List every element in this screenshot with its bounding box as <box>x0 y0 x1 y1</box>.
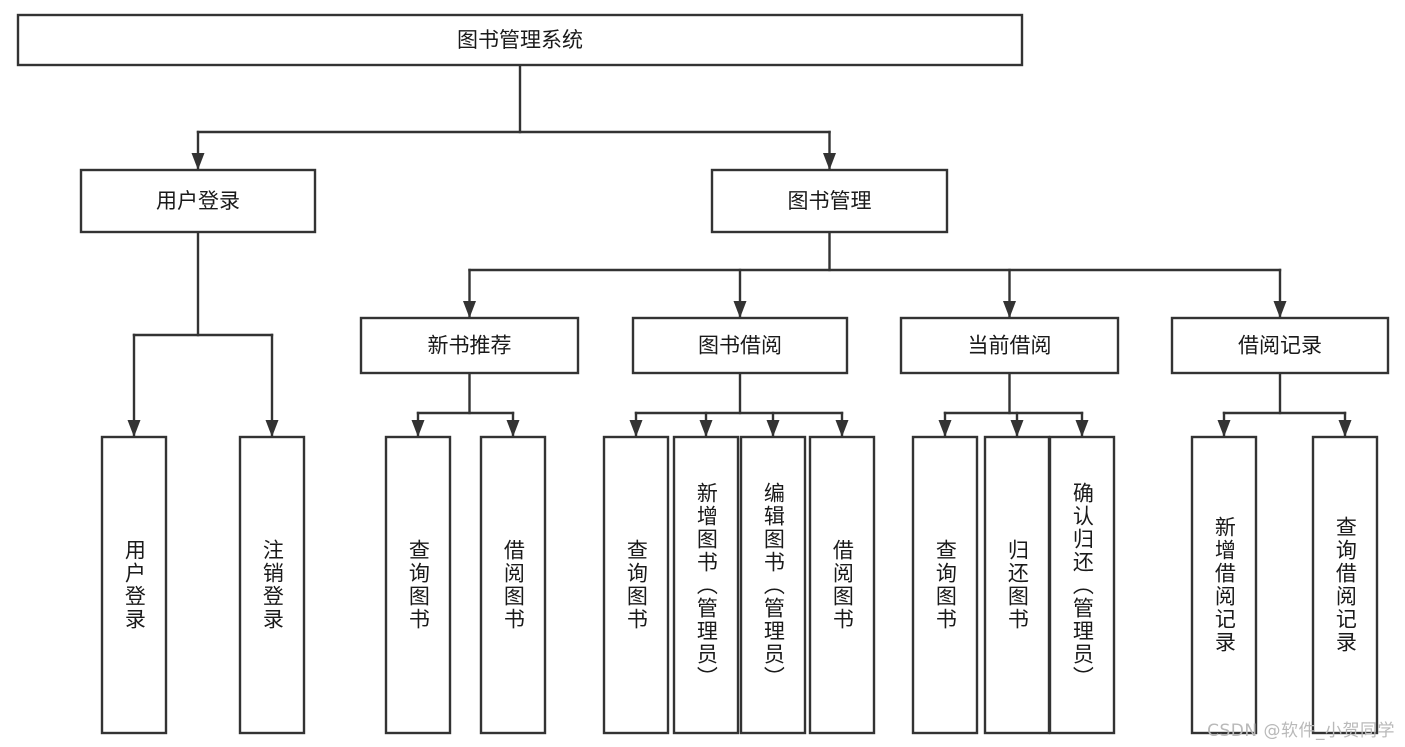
leaf-node-8-查询图书[interactable]: 查询图书 <box>913 437 977 733</box>
arrowhead-icon <box>823 153 836 170</box>
node-box-leaf-9[interactable] <box>983 435 1051 735</box>
node-label-l2-1: 图书管理 <box>788 189 872 213</box>
connector-layer <box>127 63 1352 439</box>
node-box-l3-0[interactable] <box>359 316 580 375</box>
arrowhead-icon <box>938 420 952 437</box>
arrowhead-icon <box>1003 301 1016 318</box>
arrowhead-icon <box>766 420 780 437</box>
node-label-l3-1: 图书借阅 <box>698 334 782 358</box>
leaf-node-4-查询图书[interactable]: 查询图书 <box>604 437 668 733</box>
arrowhead-icon <box>411 420 425 437</box>
leaf-node-1-注销登录[interactable]: 注销登录 <box>240 437 304 733</box>
node-box-l3-2[interactable] <box>899 316 1120 375</box>
arrowhead-icon <box>835 420 849 437</box>
leaf-label-5: 新增图书（管理员） <box>694 481 719 689</box>
node-box-leaf-0[interactable] <box>100 435 168 735</box>
node-box-leaf-10[interactable] <box>1048 435 1116 735</box>
leaf-label-6: 编辑图书（管理员） <box>761 481 786 689</box>
leaf-node-11-新增借阅记录[interactable]: 新增借阅记录 <box>1192 437 1256 733</box>
node-box-leaf-7[interactable] <box>808 435 876 735</box>
node-label-l2-0: 用户登录 <box>156 189 240 213</box>
node-label-l3-3: 借阅记录 <box>1238 334 1322 358</box>
arrowhead-icon <box>629 420 643 437</box>
arrowhead-icon <box>1338 420 1352 437</box>
arrowhead-icon <box>127 420 141 437</box>
node-label-root-0: 图书管理系统 <box>457 28 583 52</box>
leaf-node-7-借阅图书[interactable]: 借阅图书 <box>810 437 874 733</box>
leaf-label-1: 注销登录 <box>260 539 285 631</box>
leaf-node-9-归还图书[interactable]: 归还图书 <box>985 437 1049 733</box>
arrowhead-icon <box>1273 301 1287 318</box>
node-box-leaf-4[interactable] <box>602 435 670 735</box>
node-box-leaf-1[interactable] <box>238 435 306 735</box>
leaf-label-4: 查询图书 <box>624 539 649 631</box>
arrowhead-icon <box>733 301 747 318</box>
node-box-leaf-6[interactable] <box>739 435 807 735</box>
node-box-l2-0[interactable] <box>79 168 317 234</box>
node-label-l3-2: 当前借阅 <box>968 334 1052 358</box>
node-box-leaf-11[interactable] <box>1190 435 1258 735</box>
node-box-leaf-3[interactable] <box>479 435 547 735</box>
leaf-node-3-借阅图书[interactable]: 借阅图书 <box>481 437 545 733</box>
leaf-label-11: 新增借阅记录 <box>1212 516 1237 654</box>
arrowhead-icon <box>506 420 520 437</box>
leaf-label-7: 借阅图书 <box>830 539 855 631</box>
leaf-node-10-确认归还管理员[interactable]: 确认归还（管理员） <box>1050 437 1114 733</box>
leaf-node-2-查询图书[interactable]: 查询图书 <box>386 437 450 733</box>
node-box-l2-1[interactable] <box>710 168 949 234</box>
node-box-layer <box>16 13 1390 735</box>
node-box-leaf-2[interactable] <box>384 435 452 735</box>
leaf-label-2: 查询图书 <box>406 539 431 631</box>
arrowhead-icon <box>699 420 713 437</box>
node-box-l3-1[interactable] <box>631 316 849 375</box>
arrowhead-icon <box>1010 420 1024 437</box>
node-box-l3-3[interactable] <box>1170 316 1390 375</box>
arrowhead-icon <box>265 420 279 437</box>
node-box-leaf-12[interactable] <box>1311 435 1379 735</box>
arrowhead-icon <box>1217 420 1231 437</box>
leaf-node-12-查询借阅记录[interactable]: 查询借阅记录 <box>1313 437 1377 733</box>
leaf-label-8: 查询图书 <box>933 539 958 631</box>
node-box-leaf-5[interactable] <box>672 435 740 735</box>
arrowhead-icon <box>191 153 205 170</box>
leaf-node-0-用户登录[interactable]: 用户登录 <box>102 437 166 733</box>
leaf-label-10: 确认归还（管理员） <box>1070 481 1095 689</box>
leaf-label-0: 用户登录 <box>122 539 147 631</box>
arrowhead-icon <box>463 301 476 318</box>
node-label-l3-0: 新书推荐 <box>428 334 512 358</box>
node-box-root-0[interactable] <box>16 13 1024 67</box>
arrowhead-icon <box>1075 420 1089 437</box>
leaf-label-3: 借阅图书 <box>501 539 526 631</box>
leaf-label-12: 查询借阅记录 <box>1333 516 1358 654</box>
node-box-leaf-8[interactable] <box>911 435 979 735</box>
leaf-label-9: 归还图书 <box>1005 539 1030 631</box>
leaf-node-5-新增图书管理员[interactable]: 新增图书（管理员） <box>674 437 738 733</box>
leaf-node-6-编辑图书管理员[interactable]: 编辑图书（管理员） <box>741 437 805 733</box>
